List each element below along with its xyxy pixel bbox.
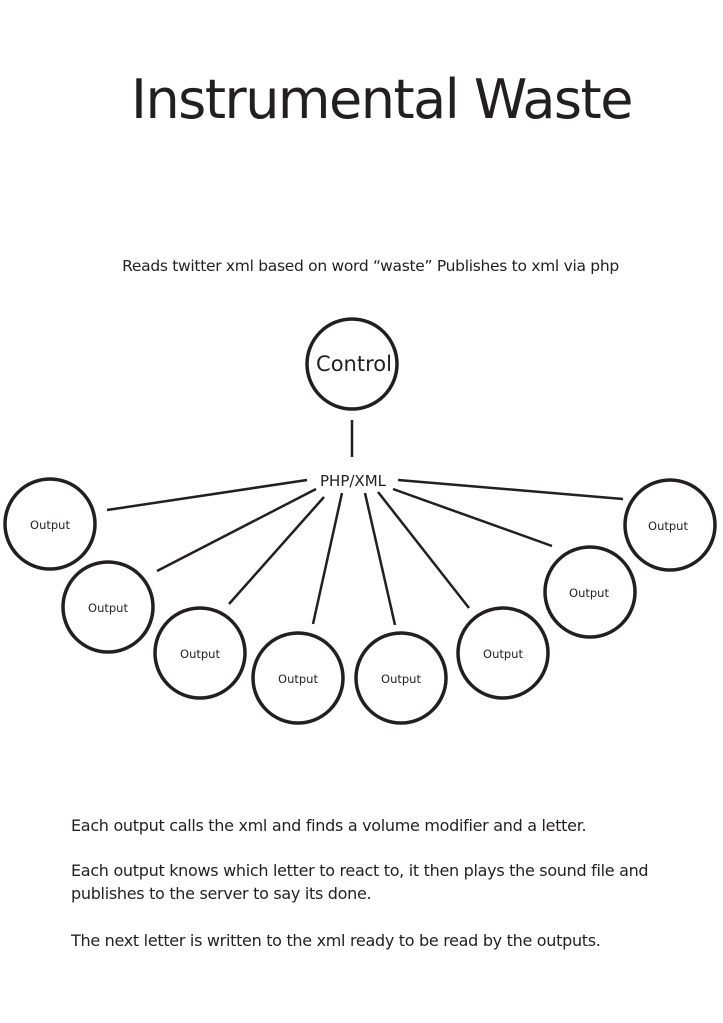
output-label: Output	[30, 518, 70, 532]
output-circle	[251, 631, 345, 725]
output-node-2: Output	[61, 560, 155, 654]
output-node-8: Output	[623, 478, 717, 572]
output-node-4: Output	[251, 631, 345, 725]
page-title: Instrumental Waste	[131, 68, 633, 131]
hub-label: PHP/XML	[320, 472, 387, 490]
control-circle	[305, 317, 399, 411]
description-paragraph-3: The next letter is written to the xml re…	[71, 931, 601, 950]
output-node-6: Output	[456, 606, 550, 700]
connector-lines	[106, 478, 624, 626]
output-circle	[354, 631, 448, 725]
connector-line-3	[228, 496, 325, 605]
connector-line-6	[377, 491, 470, 609]
output-circle	[61, 560, 155, 654]
connector-line-2	[156, 487, 317, 573]
output-circle	[3, 477, 97, 571]
connector-line-7	[392, 487, 553, 548]
subtitle: Reads twitter xml based on word “waste” …	[122, 257, 619, 275]
description-paragraph-1: Each output calls the xml and finds a vo…	[71, 816, 587, 835]
output-node-5: Output	[354, 631, 448, 725]
output-label: Output	[483, 647, 523, 661]
control-node: Control	[305, 317, 399, 411]
output-node-3: Output	[153, 606, 247, 700]
output-label: Output	[180, 647, 220, 661]
connector-line-5	[363, 492, 397, 626]
output-label: Output	[381, 672, 421, 686]
output-node-7: Output	[543, 545, 637, 639]
connector-line-1	[106, 478, 308, 512]
output-circle	[543, 545, 637, 639]
description-paragraph-2: Each output knows which letter to react …	[71, 861, 649, 903]
output-node-1: Output	[3, 477, 97, 571]
output-label: Output	[569, 586, 609, 600]
connector-line-8	[397, 478, 624, 501]
connector-line-4	[311, 492, 344, 625]
output-circle	[153, 606, 247, 700]
output-label: Output	[648, 519, 688, 533]
control-label: Control	[316, 352, 392, 376]
output-label: Output	[278, 672, 318, 686]
output-label: Output	[88, 601, 128, 615]
output-circle	[456, 606, 550, 700]
output-circle	[623, 478, 717, 572]
